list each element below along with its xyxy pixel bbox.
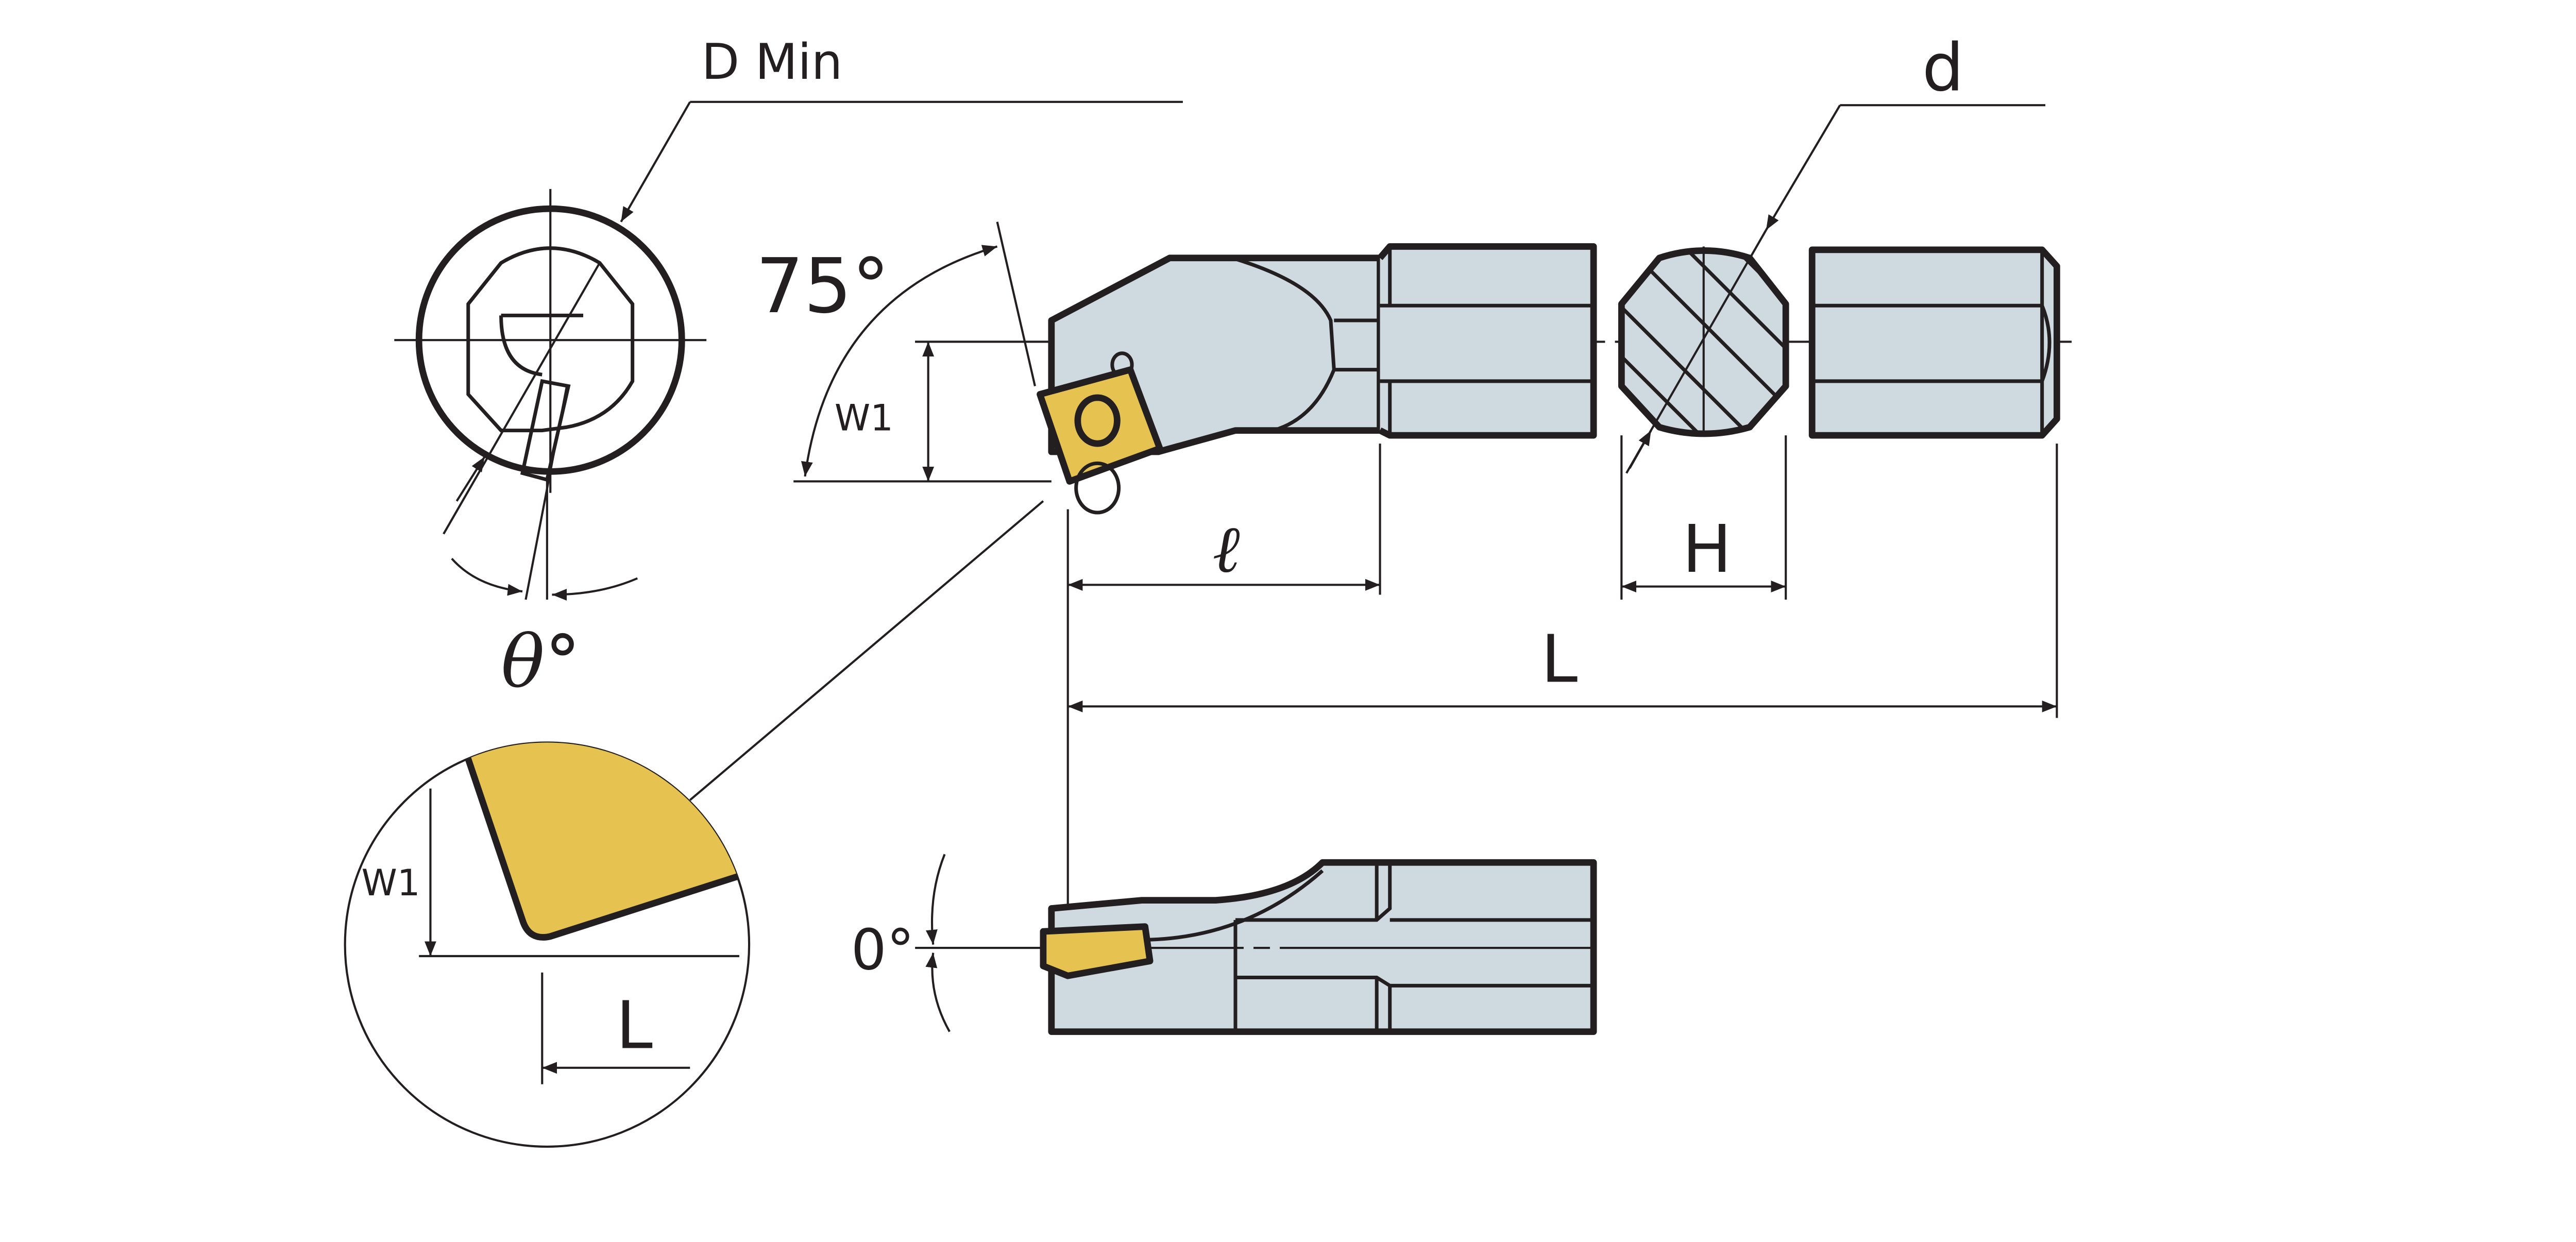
angle-0-label: 0° [851, 917, 914, 983]
d-label: d [1922, 30, 1964, 107]
insert-top-view [1040, 923, 1154, 979]
top-view: 0° [851, 854, 1597, 1035]
ell-label: ℓ [1212, 512, 1240, 588]
insert-side-view [1037, 366, 1163, 485]
h-label: H [1682, 512, 1732, 588]
l-main-label: L [1541, 621, 1578, 697]
theta-label: θ° [501, 620, 581, 704]
detail-view: W1 L [344, 500, 1044, 1148]
l-detail-label: L [616, 988, 653, 1064]
angle-75-label: 75° [756, 242, 890, 330]
side-view: d 75° W1 ℓ H L [756, 30, 2078, 1032]
w1-main-label: W1 [835, 397, 893, 439]
d-min-label: D Min [702, 33, 843, 91]
w1-detail-label: W1 [362, 862, 420, 904]
end-view: D Min θ° [394, 33, 1183, 704]
